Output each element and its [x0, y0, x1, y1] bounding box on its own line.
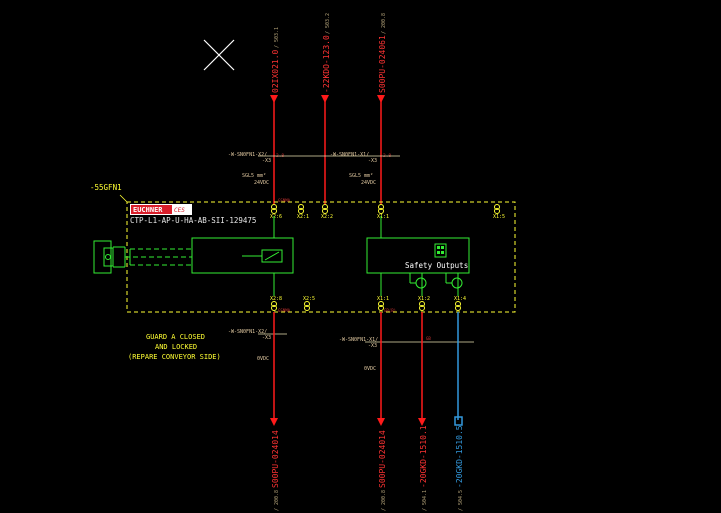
euchner-logo: EUCHNER CES — [130, 204, 192, 215]
bottom-wire-1-ref: / 200.8 — [274, 490, 280, 511]
safety-module-icon — [434, 243, 447, 258]
top-wire-1-label: 02IX021.0 — [271, 49, 280, 93]
terminal-bottom-x1-4[interactable]: X1:4 — [454, 296, 466, 311]
bottom-wire-2-ref: / 200.8 — [381, 490, 387, 511]
description-line-2: AND LOCKED — [155, 343, 197, 351]
wire-spec-left-2: 24VDC — [254, 180, 269, 186]
code-bottom-left: GSNMA — [278, 308, 291, 313]
brand-name: EUCHNER — [133, 206, 163, 214]
cable-label-lower-left-1: -W-SN0FN1-X2/ — [228, 329, 267, 335]
terminal-bottom-label: X2:8 — [270, 296, 282, 302]
safety-outputs-label: Safety Outputs — [405, 261, 468, 270]
terminal-top-x2-6[interactable]: X2:6 — [270, 204, 282, 221]
actuator-head — [93, 240, 192, 274]
lock-solenoid-block — [191, 237, 294, 274]
terminal-bottom-label: X1:4 — [454, 296, 466, 302]
device-tag-leader — [119, 194, 128, 203]
wire-spec-right-2: 24VDC — [361, 180, 376, 186]
terminal-top-label: X2:6 — [270, 214, 282, 220]
top-wire-2[interactable]: -22KDO-123.0 / 503.2 — [321, 13, 331, 204]
wire-spec-left-1: SGL5 mm² — [242, 173, 266, 179]
bottom-wire-4-label: -20GKD-1510.5 — [455, 425, 464, 488]
internal-wiring — [273, 216, 459, 296]
terminal-top-label: X1:1 — [377, 214, 389, 220]
terminal-top-x1-5[interactable]: X1:5 — [493, 204, 505, 221]
top-wire-3-ref: / 200.8 — [381, 13, 387, 34]
terminal-top-label: X2:2 — [321, 214, 333, 220]
bottom-wire-3[interactable]: -20GKD-1510.1 / 504.1 — [418, 312, 428, 511]
cable-label-lower-left-2: -X3 — [262, 335, 271, 341]
top-wire-1[interactable]: 02IX021.0 / 503.1 — [270, 27, 280, 204]
terminal-top-x2-2[interactable]: X2:2 — [321, 204, 333, 221]
terminals-bottom: X2:8 X2:5 X1:1 X1:2 X1:4 — [270, 296, 466, 311]
terminal-bottom-label: X1:1 — [377, 296, 389, 302]
device-model: CTP-L1-AP-U-HA-AB-SII-129475 — [130, 216, 256, 225]
cable-label-upper-left-2: -X3 — [262, 158, 271, 164]
cable-label-upper-right-1: -W-SN0FN1-X1/ — [330, 152, 369, 158]
bottom-wire-2[interactable]: S00PU-024014 / 200.8 — [377, 312, 387, 511]
brand-suffix: CES — [174, 207, 185, 214]
cable-label-lower-right-2: -X3 — [368, 343, 377, 349]
terminal-top-label: X1:5 — [493, 214, 505, 220]
terminal-top-label: X2:1 — [297, 214, 309, 220]
terminal-bottom-x1-1[interactable]: X1:1 — [377, 296, 389, 311]
connector-square-icon — [454, 416, 463, 426]
cross-marker-icon — [203, 39, 235, 71]
cable-label-lower-right-1: -W-SN0FN1-X1/ — [339, 337, 378, 343]
wire-code-right: GB — [426, 336, 431, 341]
code-top-left: GSNMA — [278, 198, 291, 203]
cable-label-upper-left-1: -W-SN0FN1-X2/ — [228, 152, 267, 158]
bottom-wire-4-ref: / 504.5 — [458, 490, 464, 511]
voltage-lower-left: 0VDC — [257, 356, 269, 362]
top-wire-2-label: -22KDO-123.0 — [322, 35, 331, 93]
bottom-wire-3-ref: / 504.1 — [422, 490, 428, 511]
terminal-bottom-x2-8[interactable]: X2:8 — [270, 296, 282, 311]
top-wire-2-ref: / 503.2 — [325, 13, 331, 34]
code-bottom-right: GB(B) — [384, 308, 396, 313]
bottom-wire-4[interactable]: -20GKD-1510.5 / 504.5 — [454, 312, 464, 511]
bottom-wire-1-label: S00PU-024014 — [271, 430, 280, 488]
terminal-bottom-label: X1:2 — [418, 296, 430, 302]
bottom-wire-3-label: -20GKD-1510.1 — [419, 425, 428, 488]
description-line-1: GUARD A CLOSED — [146, 333, 205, 341]
cable-label-upper-right-2: -X3 — [368, 158, 377, 164]
terminal-top-x2-1[interactable]: X2:1 — [297, 204, 309, 221]
voltage-lower-right: 0VDC — [364, 366, 376, 372]
top-wire-1-ref: / 503.1 — [274, 27, 280, 48]
terminal-bottom-x2-5[interactable]: X2:5 — [303, 296, 315, 311]
top-wire-3-label: S00PU-024061 — [378, 35, 387, 93]
terminal-top-x1-1[interactable]: X1:1 — [377, 204, 389, 221]
description-line-3: (REPARE CONVEYOR SIDE) — [128, 353, 221, 361]
top-wire-3[interactable]: S00PU-024061 / 200.8 — [377, 13, 387, 204]
device-tag: -55GFN1 — [90, 183, 122, 192]
bottom-wire-1[interactable]: S00PU-024014 / 200.8 — [270, 312, 280, 511]
wire-spec-right-1: SGL5 mm² — [349, 173, 373, 179]
bottom-wire-2-label: S00PU-024014 — [378, 430, 387, 488]
terminals-top: X2:6 X2:1 X2:2 X1:1 X1:5 — [270, 204, 505, 221]
terminal-bottom-x1-2[interactable]: X1:2 — [418, 296, 430, 311]
transistor-output-2-icon — [445, 273, 463, 289]
safety-outputs-block: Safety Outputs — [366, 237, 470, 274]
transistor-output-1-icon — [409, 273, 427, 289]
terminal-bottom-label: X2:5 — [303, 296, 315, 302]
